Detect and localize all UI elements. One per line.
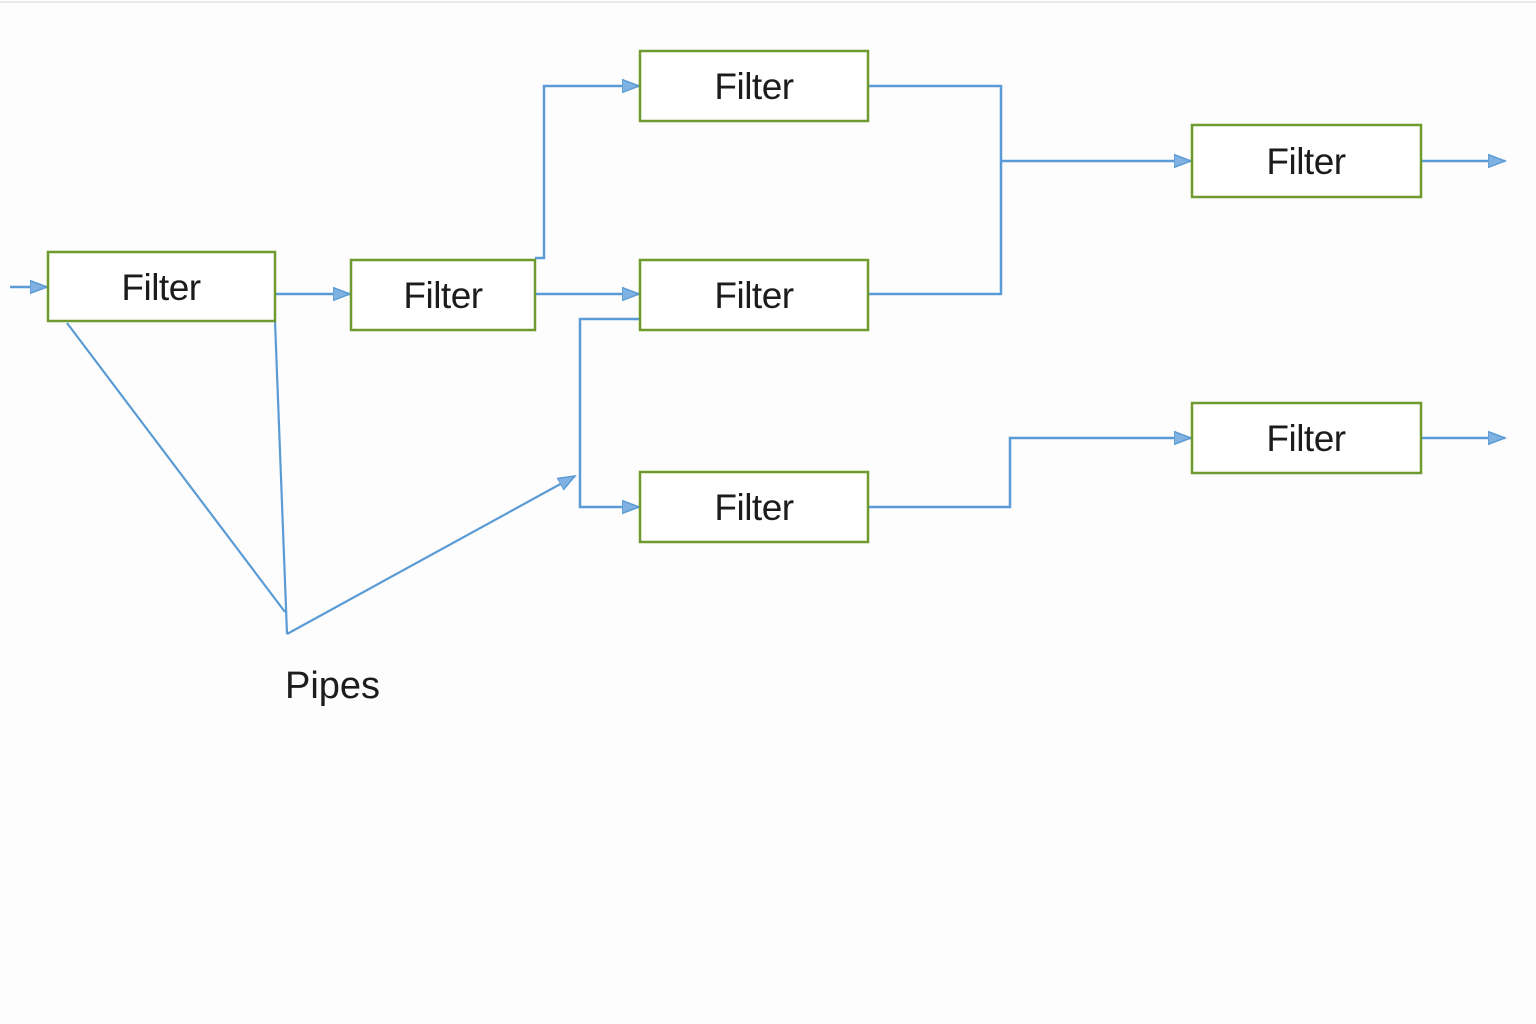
filter-box-7-label: Filter [1266,418,1345,459]
pipe-filter4-filter6 [578,317,640,507]
filter-box-4 [638,258,870,332]
filter-node-7: Filter [1190,401,1423,475]
pipes-annotation-label: Pipes [285,665,380,707]
filter-box-2-label: Filter [403,275,482,316]
filter-node-5: Filter [1190,123,1423,199]
pipes-leader-line-middle [273,320,289,635]
filter-box-1 [46,250,277,323]
filter-node-2: Filter [349,258,537,332]
filter-node-4: Filter [638,258,870,332]
filter-box-4-label: Filter [714,275,793,316]
pipes-leader-line-left [66,322,286,613]
filter-box-5-label: Filter [1266,141,1345,182]
pipe-filter6-filter7 [868,438,1191,509]
filter-node-1: Filter [46,250,277,323]
filter-node-3: Filter [638,49,870,123]
pipes-leader-arrow [286,476,575,635]
filter-box-6-label: Filter [714,487,793,528]
filter-box-7 [1190,401,1423,475]
filter-node-6: Filter [638,470,870,544]
filter-box-1-label: Filter [121,267,200,308]
filter-box-3-label: Filter [714,66,793,107]
filter-box-6 [638,470,870,544]
filter-box-5 [1190,123,1423,199]
filter-box-2 [349,258,537,332]
filter-box-3 [638,49,870,123]
pipe-filter2-filter3 [535,86,639,260]
